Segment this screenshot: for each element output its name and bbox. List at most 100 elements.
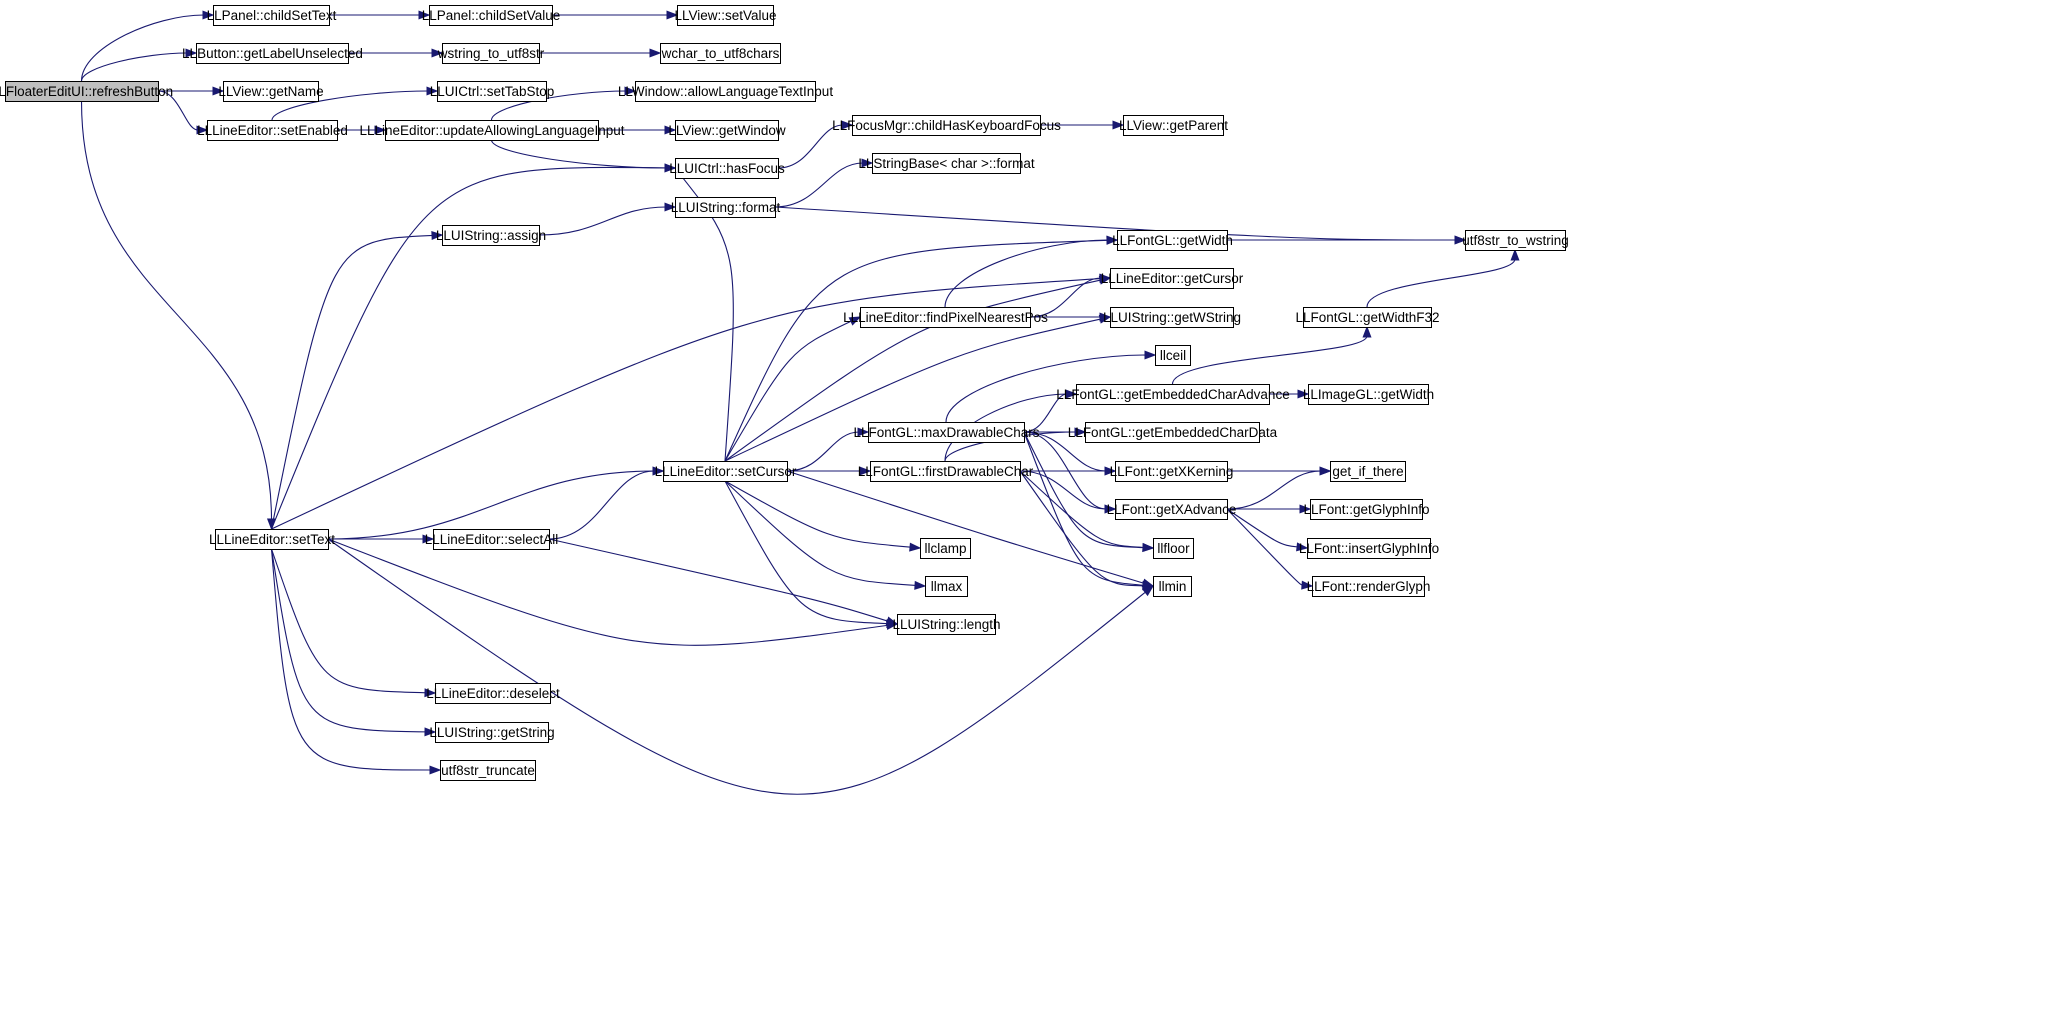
node-box bbox=[196, 43, 349, 64]
node-label: LLUIString::getString bbox=[429, 725, 554, 740]
node-box bbox=[1123, 115, 1224, 136]
node-fontGetXKerning[interactable]: LLFont::getXKerning bbox=[1110, 461, 1234, 482]
edge-lineEditorSetText-to-utf8strTruncate bbox=[270, 548, 432, 771]
edge-fontGetXAdvance-to-fontInsertGlyphInfo bbox=[1226, 508, 1299, 548]
node-llmin[interactable]: llmin bbox=[1153, 576, 1192, 597]
node-utf8strToWstring[interactable]: utf8str_to_wstring bbox=[1462, 230, 1569, 251]
node-llfloor[interactable]: llfloor bbox=[1153, 538, 1194, 559]
node-uistringGetWString[interactable]: LLUIString::getWString bbox=[1103, 307, 1241, 328]
node-lineEditorSetEnabled[interactable]: LLLineEditor::setEnabled bbox=[197, 120, 348, 141]
arrowhead-wstringToUtf8str-to-wcharToUtf8chars bbox=[649, 48, 662, 58]
node-refreshButton[interactable]: LLFloaterEditUI::refreshButton bbox=[0, 81, 173, 102]
node-box bbox=[442, 225, 540, 246]
node-llmax[interactable]: llmax bbox=[925, 576, 968, 597]
node-windowAllowLanguageTextInput[interactable]: LLWindow::allowLanguageTextInput bbox=[618, 81, 833, 102]
edge-fontGLMaxDrawableChars-to-fontGetXKerning bbox=[1023, 431, 1107, 472]
node-uistringAssign[interactable]: LLUIString::assign bbox=[436, 225, 546, 246]
arrowhead-fontGLGetWidthF32-to-utf8strToWstring bbox=[1510, 248, 1520, 261]
node-getIfThere[interactable]: get_if_there bbox=[1330, 461, 1406, 482]
node-box bbox=[870, 461, 1021, 482]
arrowhead-fontGLFirstDrawableChar-to-llfloor bbox=[1142, 542, 1155, 552]
node-llceil[interactable]: llceil bbox=[1155, 345, 1191, 366]
node-lineEditorSetCursor[interactable]: LLLineEditor::setCursor bbox=[655, 461, 797, 482]
node-lineEditorDeselect[interactable]: LLLineEditor::deselect bbox=[426, 683, 560, 704]
node-label: LLFont::getGlyphInfo bbox=[1303, 502, 1429, 517]
node-fontGLFirstDrawableChar[interactable]: LLFontGL::firstDrawableChar bbox=[858, 461, 1034, 482]
arrowhead-lineEditorSelectAll-to-uistringLength bbox=[885, 616, 899, 626]
arrowhead-fontGLFirstDrawableChar-to-fontGetXKerning bbox=[1104, 466, 1117, 476]
node-viewGetName[interactable]: LLView::getName bbox=[218, 81, 324, 102]
node-utf8strTruncate[interactable]: utf8str_truncate bbox=[440, 760, 536, 781]
node-lineEditorGetCursor[interactable]: LLLineEditor::getCursor bbox=[1101, 268, 1244, 289]
node-panelChildSetText[interactable]: LLPanel::childSetText bbox=[207, 5, 337, 26]
node-label: LLLineEditor::findPixelNearestPos bbox=[843, 310, 1048, 325]
node-fontGetXAdvance[interactable]: LLFont::getXAdvance bbox=[1107, 499, 1237, 520]
arrowhead-lineEditorSetText-to-uistringAssign bbox=[431, 230, 444, 240]
node-box bbox=[1117, 230, 1228, 251]
node-box bbox=[635, 81, 816, 102]
node-fontGLGetWidthF32[interactable]: LLFontGL::getWidthF32 bbox=[1295, 307, 1440, 328]
node-wstringToUtf8str[interactable]: wstring_to_utf8str bbox=[437, 43, 545, 64]
edge-fontGLFirstDrawableChar-to-llfloor bbox=[1019, 470, 1145, 549]
arrowhead-lineEditorSetCursor-to-uistringGetWString bbox=[1098, 314, 1112, 324]
node-viewGetWindow[interactable]: LLView::getWindow bbox=[668, 120, 786, 141]
node-fontRenderGlyph[interactable]: LLFont::renderGlyph bbox=[1307, 576, 1431, 597]
edge-uistringAssign-to-uistringFormat bbox=[538, 206, 667, 236]
node-buttonGetLabelUnselected[interactable]: LLButton::getLabelUnselected bbox=[182, 43, 363, 64]
arrowhead-lineEditorUpdateAllowingLanguageInput-to-viewGetWindow bbox=[664, 125, 677, 135]
arrowhead-fontGetXAdvance-to-fontInsertGlyphInfo bbox=[1296, 542, 1309, 552]
node-box bbox=[1155, 345, 1191, 366]
edge-fontGetXAdvance-to-fontRenderGlyph bbox=[1226, 508, 1304, 586]
node-wcharToUtf8chars[interactable]: wchar_to_utf8chars bbox=[660, 43, 781, 64]
node-lineEditorFindPixelNearestPos[interactable]: LLLineEditor::findPixelNearestPos bbox=[843, 307, 1048, 328]
node-llclamp[interactable]: llclamp bbox=[920, 538, 971, 559]
node-label: LLView::getName bbox=[218, 84, 323, 99]
node-label: LLUIString::length bbox=[892, 617, 1000, 632]
edge-lineEditorSetCursor-to-llmax bbox=[724, 480, 917, 586]
node-imageGLGetWidth[interactable]: LLImageGL::getWidth bbox=[1303, 384, 1434, 405]
node-fontGLMaxDrawableChars[interactable]: LLFontGL::maxDrawableChars bbox=[853, 422, 1040, 443]
node-uictrlSetTabStop[interactable]: LLUICtrl::setTabStop bbox=[430, 81, 555, 102]
node-lineEditorSelectAll[interactable]: LLLineEditor::selectAll bbox=[425, 529, 559, 550]
node-focusMgrChildHasKeyboardFocus[interactable]: LLFocusMgr::childHasKeyboardFocus bbox=[832, 115, 1061, 136]
arrowhead-lineEditorSetText-to-lineEditorSelectAll bbox=[422, 534, 435, 544]
node-viewSetValue[interactable]: LLView::setValue bbox=[674, 5, 777, 26]
arrowhead-refreshButton-to-viewGetName bbox=[212, 86, 225, 96]
arrowhead-panelChildSetText-to-panelChildSetValue bbox=[418, 10, 431, 20]
node-fontGLGetEmbeddedCharAdvance[interactable]: LLFontGL::getEmbeddedCharAdvance bbox=[1056, 384, 1290, 405]
edge-uictrlHasFocus-to-focusMgrChildHasKeyboardFocus bbox=[777, 124, 844, 169]
edge-lineEditorSetText-to-uistringGetString bbox=[270, 548, 427, 733]
edge-lineEditorSetCursor-to-llclamp bbox=[724, 480, 912, 548]
node-label: LLPanel::childSetValue bbox=[422, 8, 561, 23]
node-label: LLUICtrl::hasFocus bbox=[669, 161, 785, 176]
node-box bbox=[925, 576, 968, 597]
node-fontGLGetWidth[interactable]: LLFontGL::getWidth bbox=[1112, 230, 1233, 251]
node-lineEditorUpdateAllowingLanguageInput[interactable]: LLLineEditor::updateAllowingLanguageInpu… bbox=[360, 120, 625, 141]
node-fontGLGetEmbeddedCharData[interactable]: LLFontGL::getEmbeddedCharData bbox=[1068, 422, 1278, 443]
edge-lineEditorSetText-to-lineEditorGetCursor bbox=[271, 278, 1102, 530]
node-lineEditorSetText[interactable]: LLLineEditor::setText bbox=[209, 529, 335, 550]
edge-lineEditorSetCursor-to-uistringGetWString bbox=[724, 318, 1102, 462]
arrowhead-lineEditorUpdateAllowingLanguageInput-to-windowAllowLanguageTextInput bbox=[624, 86, 637, 96]
node-fontGetGlyphInfo[interactable]: LLFont::getGlyphInfo bbox=[1303, 499, 1430, 520]
node-uistringLength[interactable]: LLUIString::length bbox=[892, 614, 1001, 635]
node-panelChildSetValue[interactable]: LLPanel::childSetValue bbox=[422, 5, 561, 26]
node-label: LLFontGL::getWidthF32 bbox=[1295, 310, 1439, 325]
node-box bbox=[5, 81, 159, 102]
node-box bbox=[860, 307, 1031, 328]
edge-lineEditorSetText-to-uistringAssign bbox=[270, 234, 434, 530]
node-uistringFormat[interactable]: LLUIString::format bbox=[671, 197, 781, 218]
arrowhead-lineEditorSetText-to-utf8strTruncate bbox=[429, 765, 442, 775]
node-viewGetParent[interactable]: LLView::getParent bbox=[1119, 115, 1228, 136]
edge-lineEditorSetEnabled-to-uictrlSetTabStop bbox=[271, 90, 429, 121]
node-uistringGetString[interactable]: LLUIString::getString bbox=[429, 722, 555, 743]
node-box bbox=[442, 43, 540, 64]
node-fontInsertGlyphInfo[interactable]: LLFont::insertGlyphInfo bbox=[1299, 538, 1439, 559]
arrowhead-fontGLGetEmbeddedCharAdvance-to-fontGLGetWidthF32 bbox=[1362, 325, 1372, 338]
node-label: LLUIString::format bbox=[671, 200, 781, 215]
node-uictrlHasFocus[interactable]: LLUICtrl::hasFocus bbox=[669, 158, 785, 179]
node-stringBaseFormat[interactable]: LLStringBase< char >::format bbox=[858, 153, 1035, 174]
node-box bbox=[872, 153, 1021, 174]
node-label: LLFontGL::maxDrawableChars bbox=[853, 425, 1039, 440]
